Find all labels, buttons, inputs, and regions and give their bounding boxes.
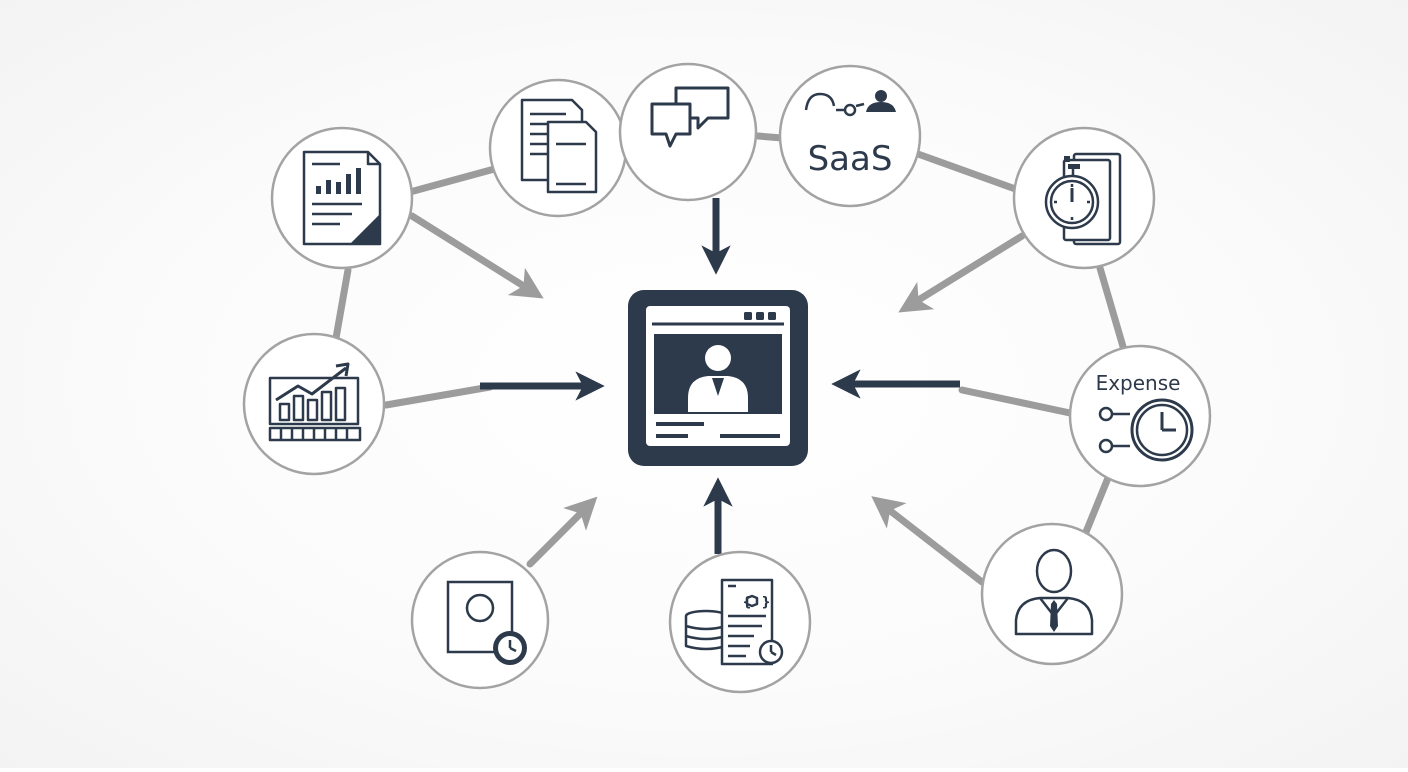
bar-chart-report-icon <box>302 150 382 246</box>
svg-text:}: } <box>761 595 770 610</box>
arrow-photo-clock-to-center <box>526 496 598 568</box>
node-code-doc: { } <box>668 550 812 694</box>
saas-person-icon <box>804 90 896 117</box>
arrow-user-to-center <box>871 496 986 586</box>
node-chat <box>618 62 758 202</box>
gray-arrows <box>408 212 1026 586</box>
stopwatch-icon <box>1044 152 1122 246</box>
connector-chat-saas <box>754 132 786 142</box>
node-analytics <box>242 332 386 476</box>
node-expense: Expense <box>1068 344 1212 488</box>
node-report <box>270 126 414 270</box>
arrow-stopwatch-to-center <box>898 232 1026 313</box>
connector-expense-user <box>1082 474 1112 536</box>
node-user <box>980 522 1124 666</box>
node-documents <box>488 78 628 218</box>
connector-report-analytics <box>332 266 352 342</box>
connector-analytics-center <box>382 383 494 409</box>
person-monitor-icon <box>646 306 790 446</box>
central-hub <box>628 290 808 466</box>
saas-label: SaaS <box>808 139 893 179</box>
photo-clock-icon <box>446 580 527 665</box>
connector-expense-center <box>958 386 1074 417</box>
node-saas: SaaS <box>778 64 922 208</box>
code-document-icon: { } <box>684 578 784 666</box>
expense-clock-icon <box>1098 398 1194 462</box>
connector-saas-stopwatch <box>914 150 1022 194</box>
connector-stopwatch-expense <box>1096 264 1128 354</box>
connector-lines <box>332 132 1128 536</box>
dark-arrows <box>480 198 960 554</box>
node-stopwatch <box>1012 126 1156 270</box>
documents-icon <box>520 98 598 194</box>
connector-report-documents <box>406 164 502 196</box>
node-photo-clock <box>410 550 550 690</box>
businessman-icon <box>1014 548 1094 636</box>
chat-bubbles-icon <box>650 86 730 148</box>
expense-label: Expense <box>1096 371 1181 395</box>
trend-chart-icon <box>268 362 362 442</box>
arrow-report-to-center <box>408 212 544 299</box>
